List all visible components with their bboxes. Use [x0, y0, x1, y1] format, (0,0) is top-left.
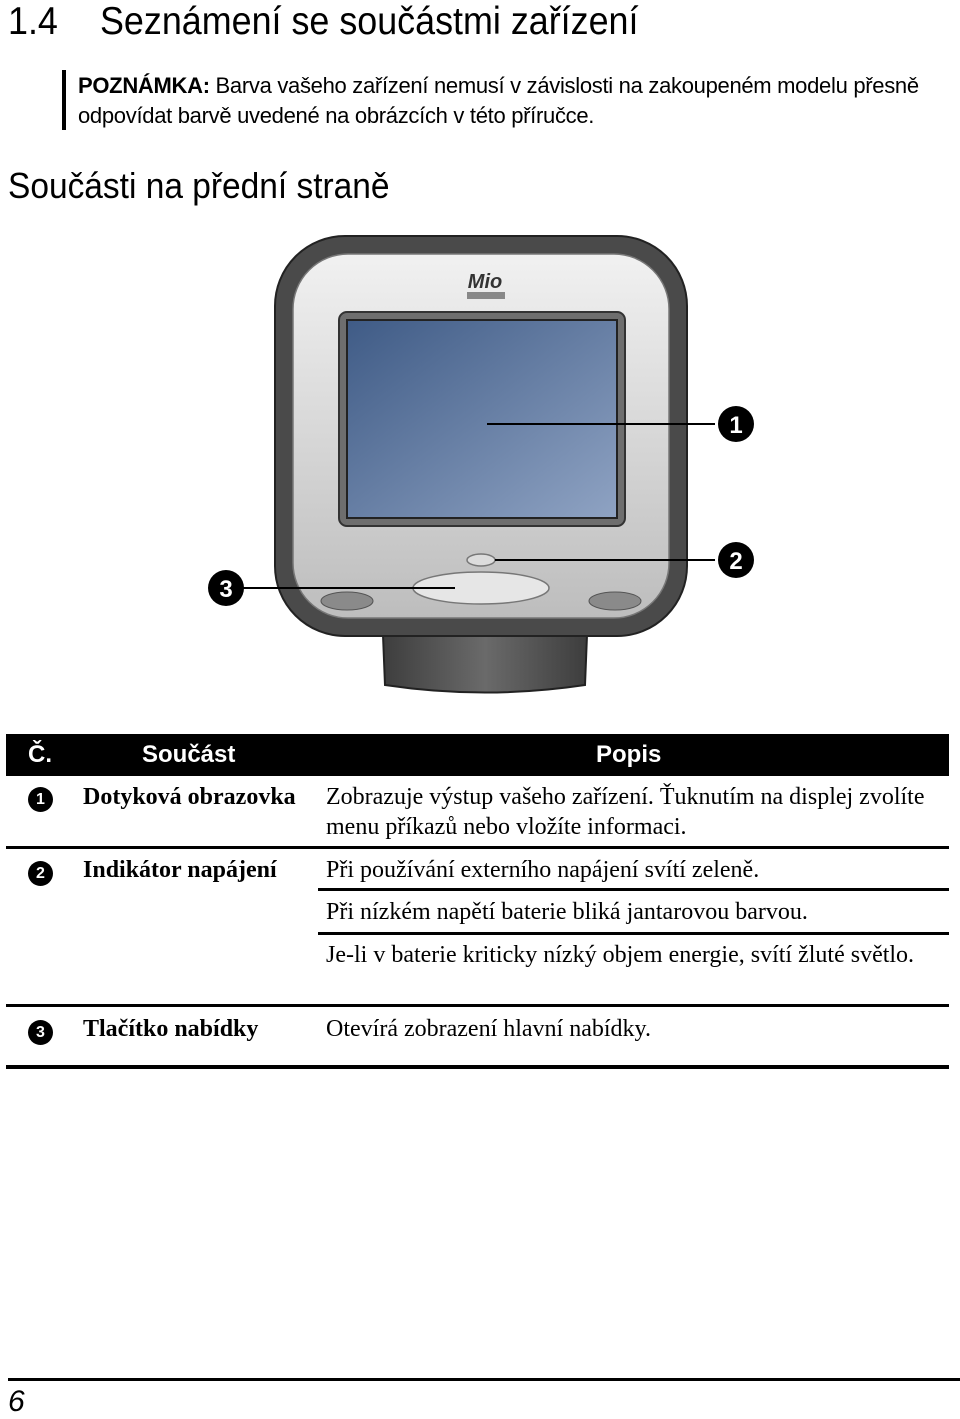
row-2-desc-1: Při používání externího napájení svítí z…: [326, 857, 760, 883]
page-number: 6: [8, 1385, 25, 1418]
row-2-desc-2: Při nízkém napětí baterie bliká jantarov…: [326, 899, 808, 925]
device-illustration: Mio 1 2 3: [208, 235, 754, 694]
row-3-part: Tlačítko nabídky: [83, 1016, 259, 1042]
row-1-part: Dotyková obrazovka: [83, 784, 296, 810]
touch-screen: [346, 319, 618, 519]
row-2-rule-a: [318, 888, 949, 891]
note-label: POZNÁMKA:: [78, 73, 210, 98]
callout-3: 3: [219, 576, 232, 603]
row-3-badge: 3: [28, 1020, 53, 1045]
left-speaker: [320, 591, 374, 611]
row-2-part: Indikátor napájení: [83, 857, 277, 883]
note-text: Barva vašeho zařízení nemusí v závislost…: [78, 73, 919, 128]
row-1-desc: Zobrazuje výstup vašeho zařízení. Ťuknut…: [326, 784, 925, 840]
header-desc: Popis: [596, 741, 662, 768]
row-3-desc: Otevírá zobrazení hlavní nabídky.: [326, 1016, 651, 1042]
row-2-rule: [6, 1004, 949, 1007]
note-bar: [62, 70, 66, 130]
header-no: Č.: [28, 741, 52, 768]
section-heading: 1.4 Seznámení se součástmi zařízení: [8, 0, 638, 44]
brand-logo: Mio: [468, 271, 502, 293]
footer-rule: [8, 1378, 960, 1381]
subsection-title: Součásti na přední straně: [8, 165, 390, 206]
note: POZNÁMKA: Barva vašeho zařízení nemusí v…: [78, 71, 958, 131]
power-indicator: [466, 553, 496, 567]
table-header: Č. Součást Popis: [6, 734, 949, 776]
header-part: Součást: [142, 741, 236, 768]
section-title: Seznámení se součástmi zařízení: [100, 0, 639, 43]
row-2-desc-3: Je-li v baterie kriticky nízký objem ene…: [326, 942, 915, 968]
row-1-rule: [6, 846, 949, 849]
section-number: 1.4: [8, 0, 58, 43]
right-speaker: [588, 591, 642, 611]
callout-2: 2: [729, 548, 742, 575]
row-2-badge: 2: [28, 861, 53, 886]
table-bottom-rule: [6, 1065, 949, 1069]
callout-1: 1: [729, 412, 742, 439]
row-2-rule-b: [318, 932, 949, 935]
row-1-badge: 1: [28, 787, 53, 812]
